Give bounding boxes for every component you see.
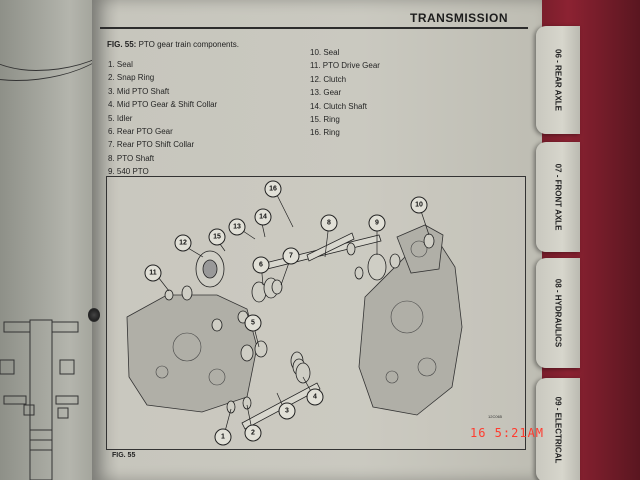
- callout-1: 1: [221, 434, 225, 441]
- tab-hydraulics: 08 - HYDRAULICS: [536, 258, 580, 368]
- part-item: 5. Idler: [108, 113, 133, 123]
- exploded-diagram: 1 2 3 4 5 6 7 8 9 10 11 12 13 14 15 16: [106, 176, 526, 450]
- figure-caption-prefix: FIG. 55:: [107, 40, 137, 49]
- part-item: 15. Ring: [310, 114, 340, 124]
- callout-5: 5: [251, 320, 255, 327]
- part-item: 9. 540 PTO: [108, 167, 149, 177]
- part-item: 8. PTO Shaft: [108, 153, 155, 163]
- camera-timestamp: 16 5:21AM: [470, 426, 545, 440]
- figure-code: 12C065: [488, 414, 503, 419]
- part-item: 16. Ring: [310, 128, 340, 138]
- binder-hole: [88, 308, 100, 322]
- figure-caption: FIG. 55: PTO gear train components.: [107, 40, 239, 49]
- part-item: 13. Gear: [310, 88, 342, 98]
- diagram-drawing: 1 2 3 4 5 6 7 8 9 10 11 12 13 14 15 16: [126, 180, 463, 446]
- part-item: 3. Mid PTO Shaft: [108, 86, 170, 96]
- tab-electrical: 09 - ELECTRICAL: [536, 378, 580, 480]
- callout-4: 4: [313, 394, 317, 401]
- figure-label: FIG. 55: [112, 452, 136, 459]
- callout-11: 11: [149, 270, 157, 277]
- parts-list-left: 1. Seal 2. Snap Ring 3. Mid PTO Shaft 4.…: [108, 58, 217, 179]
- section-title: TRANSMISSION: [410, 11, 509, 25]
- callout-12: 12: [179, 240, 187, 247]
- tab-label: 06 - REAR AXLE: [553, 49, 563, 111]
- left-page: [0, 0, 150, 480]
- callout-3: 3: [285, 408, 289, 415]
- callout-9: 9: [375, 220, 379, 227]
- part-item: 7. Rear PTO Shift Collar: [108, 140, 195, 150]
- part-item: 11. PTO Drive Gear: [310, 61, 380, 71]
- left-page-diagram: [0, 319, 79, 480]
- tab-front-axle: 07 - FRONT AXLE: [536, 142, 580, 252]
- callout-7: 7: [289, 253, 293, 260]
- parts-list-right: 10. Seal 11. PTO Drive Gear 12. Clutch 1…: [310, 46, 380, 140]
- callout-8: 8: [327, 220, 331, 227]
- section-tabs: 06 - REAR AXLE 07 - FRONT AXLE 08 - HYDR…: [536, 26, 586, 480]
- figure-caption-text: PTO gear train components.: [138, 40, 239, 49]
- tab-label: 07 - FRONT AXLE: [553, 163, 563, 231]
- part-item: 4. Mid PTO Gear & Shift Collar: [108, 100, 218, 110]
- tab-label: 08 - HYDRAULICS: [553, 278, 563, 348]
- callout-14: 14: [259, 214, 267, 221]
- callout-10: 10: [415, 202, 423, 209]
- part-item: 14. Clutch Shaft: [310, 101, 367, 111]
- part-item: 2. Snap Ring: [108, 73, 155, 83]
- tab-label: 09 - ELECTRICAL: [553, 396, 563, 464]
- part-item: 10. Seal: [310, 48, 340, 57]
- part-item: 12. Clutch: [310, 74, 347, 84]
- callout-15: 15: [213, 234, 221, 241]
- header-rule: [100, 27, 528, 29]
- part-item: 1. Seal: [108, 60, 133, 69]
- callout-16: 16: [269, 186, 277, 193]
- callout-6: 6: [259, 262, 263, 269]
- part-item: 6. Rear PTO Gear: [108, 126, 173, 136]
- tab-rear-axle: 06 - REAR AXLE: [536, 26, 580, 134]
- callout-2: 2: [251, 430, 255, 437]
- callout-13: 13: [233, 224, 241, 231]
